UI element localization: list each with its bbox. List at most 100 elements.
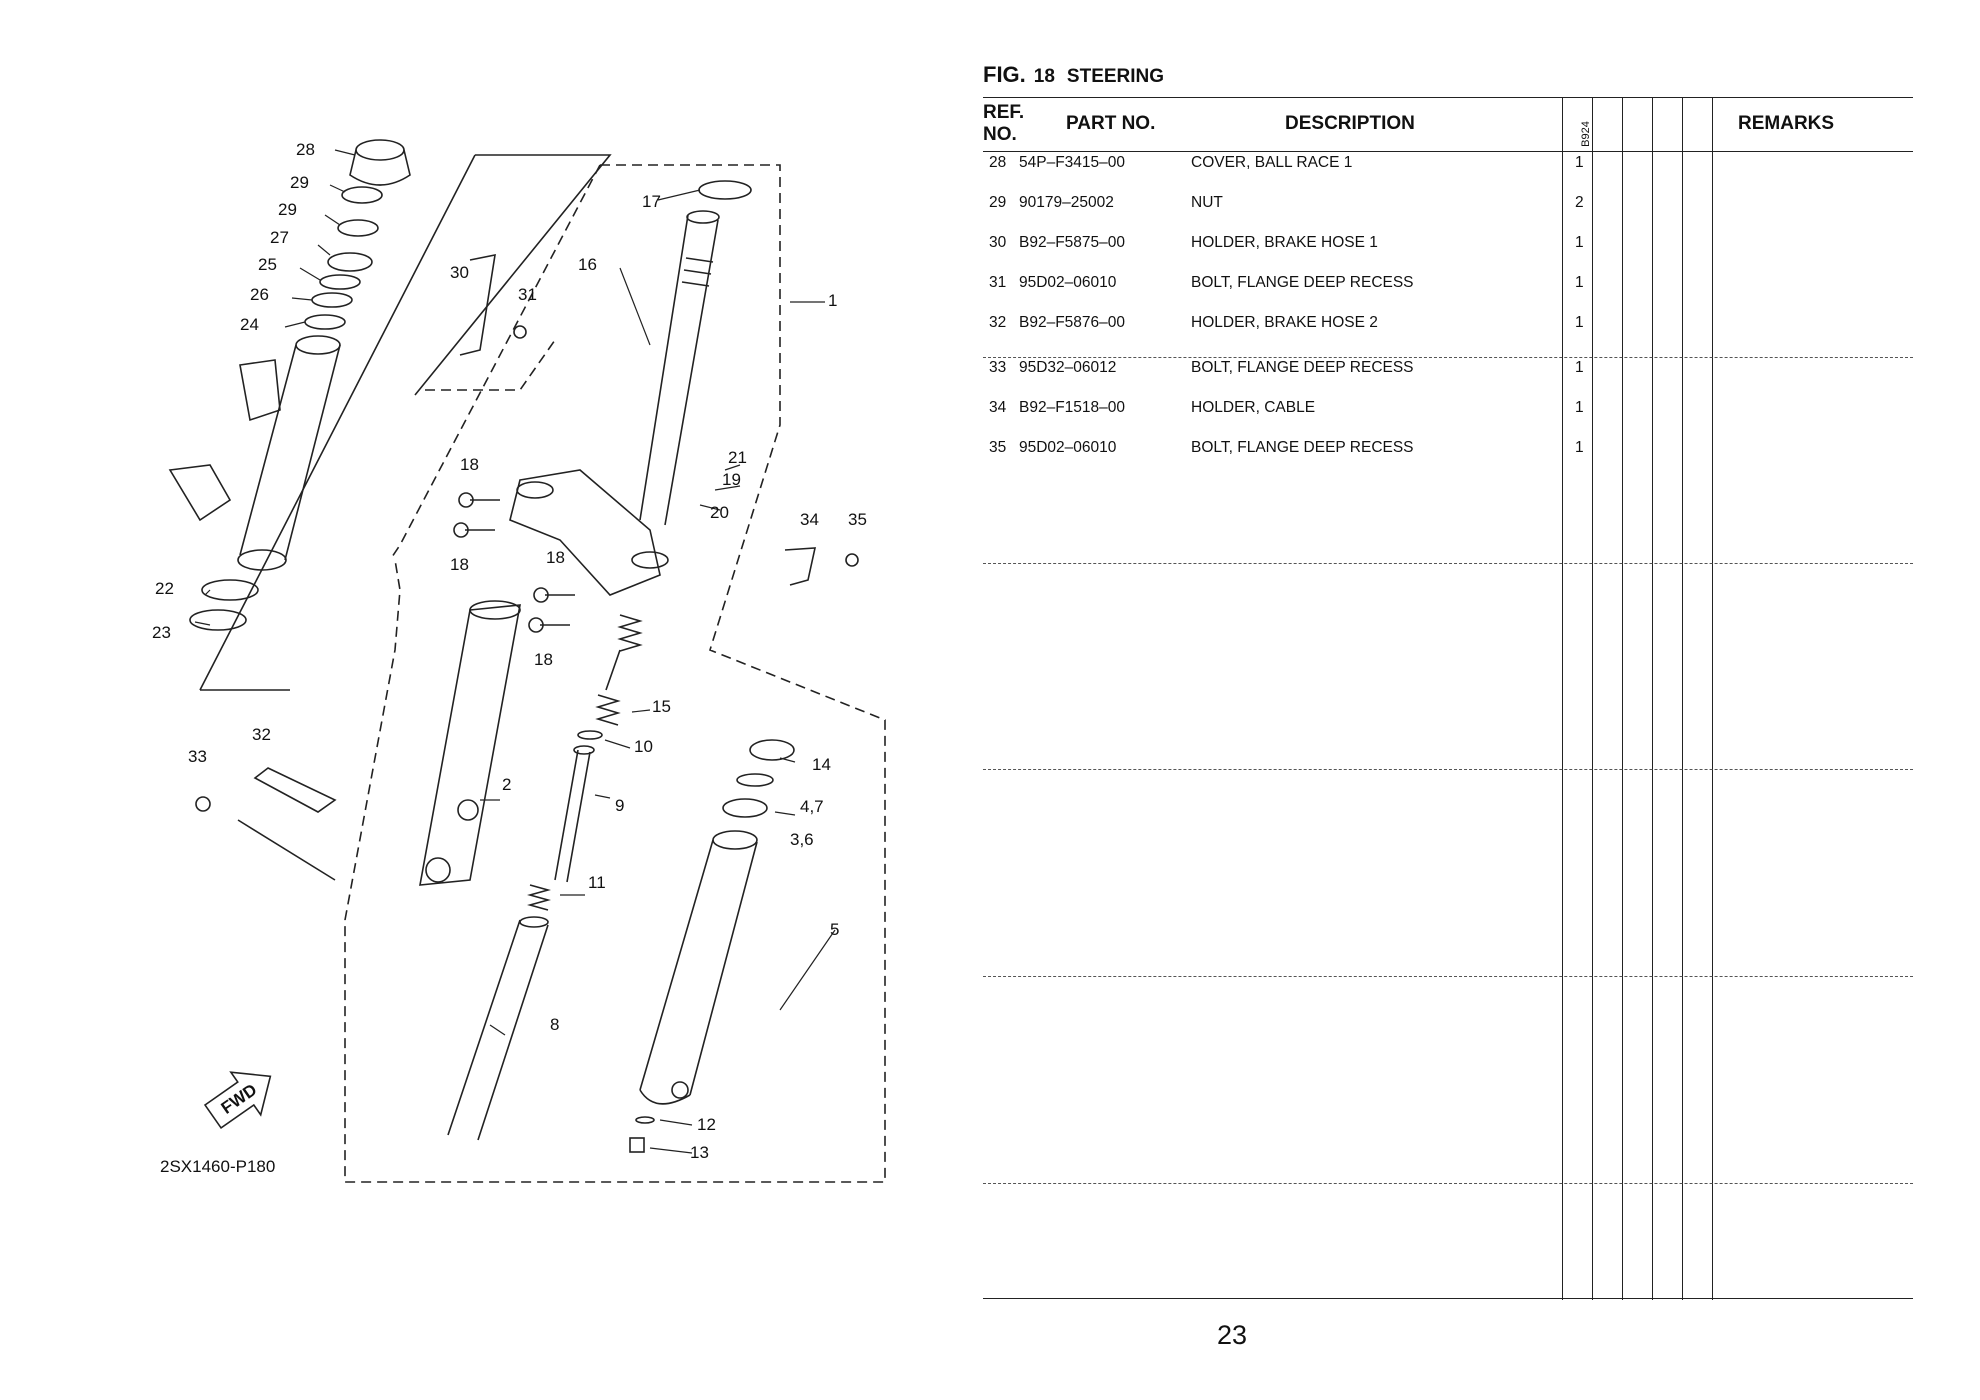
description: HOLDER, CABLE [1191, 399, 1316, 416]
page-number: 23 [1217, 1320, 1248, 1350]
callout-label: 22 [155, 579, 174, 598]
race-22 [201, 579, 259, 601]
column-rule [1652, 97, 1653, 1300]
callout-label: 25 [258, 255, 277, 274]
quantity: 1 [1575, 234, 1584, 251]
callout-label: 24 [240, 315, 259, 334]
callout-label: 30 [450, 263, 469, 282]
callout-label: 34 [800, 510, 819, 529]
callout-label: 26 [250, 285, 269, 304]
callout-label: 27 [270, 228, 289, 247]
callout-label: 23 [152, 623, 171, 642]
bolt-31 [513, 325, 527, 339]
under-bracket [509, 469, 669, 596]
outline-left-edge [199, 154, 476, 691]
column-header-model: B924 [1580, 121, 1592, 147]
nut-29b [337, 219, 379, 237]
callout-label: 18 [546, 548, 565, 567]
fwd-arrow: FWD [203, 1071, 272, 1130]
callout-label: 32 [252, 725, 271, 744]
ball-race-cover-28 [349, 139, 411, 186]
callout-label: 17 [642, 192, 661, 211]
description: NUT [1191, 194, 1223, 211]
part-no: 95D02–06010 [1019, 274, 1117, 291]
callout-label: 1 [828, 291, 837, 310]
callout-label: 11 [588, 873, 606, 892]
table-header-rule [983, 151, 1913, 152]
spring-15a [617, 614, 643, 652]
callout-label: 18 [450, 555, 469, 574]
row-group-separator [983, 769, 1913, 770]
ref-no: 34 [989, 399, 1007, 416]
part-no: 95D32–06012 [1019, 359, 1117, 376]
outline-dashed-main [344, 164, 886, 1183]
callout-label: 12 [697, 1115, 716, 1134]
ref-no: 29 [989, 194, 1007, 211]
part-no: B92–F1518–00 [1019, 399, 1126, 416]
figure-number: 18 [1033, 66, 1055, 87]
diagram-code: 2SX1460-P180 [160, 1157, 275, 1176]
washer-27 [327, 252, 373, 272]
callout-label: 29 [278, 200, 297, 219]
description: BOLT, FLANGE DEEP RECESS [1191, 274, 1414, 291]
spring-11 [527, 884, 551, 911]
cable-holder-34 [784, 547, 817, 586]
brake-hose-holder-32 [253, 767, 337, 813]
spring-15b [595, 694, 621, 726]
part-no: 90179–25002 [1019, 194, 1114, 211]
callout-label: 3,6 [790, 830, 814, 849]
callout-label: 31 [518, 285, 537, 304]
callout-label: 8 [550, 1015, 559, 1034]
quantity: 1 [1575, 154, 1584, 171]
clip-4-7 [736, 773, 774, 787]
column-header-remarks: REMARKS [1738, 113, 1835, 134]
column-header-part-no: PART NO. [1066, 113, 1156, 134]
callout-label: 20 [710, 503, 729, 522]
callout-label: 18 [534, 650, 553, 669]
row-group-separator [983, 976, 1913, 977]
callout-label: 14 [812, 755, 831, 774]
damper-rod-9 [554, 745, 595, 883]
frame-head-pipe [168, 335, 341, 571]
part-no: B92–F5876–00 [1019, 314, 1126, 331]
seal-3-6 [722, 798, 768, 818]
row-group-separator [983, 1183, 1913, 1184]
exploded-parts-diagram: FWD 28 29 29 27 25 26 24 30 31 16 17 1 1… [0, 0, 960, 1400]
column-rule [1592, 97, 1593, 1300]
part-no: 54P–F3415–00 [1019, 154, 1126, 171]
ball-race-17 [698, 180, 752, 200]
fork-outer-tube-2 [419, 600, 521, 886]
figure-title: STEERING [1066, 66, 1165, 87]
bolts-18 [453, 492, 575, 633]
description: HOLDER, BRAKE HOSE 2 [1191, 314, 1378, 331]
callout-label: 10 [634, 737, 653, 756]
callout-label: 33 [188, 747, 207, 766]
race-25 [319, 274, 361, 290]
brake-hose-holder-30 [459, 253, 496, 356]
column-header-ref: REF. NO. [983, 102, 1024, 146]
callout-label: 35 [848, 510, 867, 529]
ref-no: 31 [989, 274, 1007, 291]
bolt-33 [195, 796, 211, 812]
quantity: 1 [1575, 439, 1584, 456]
bolt-35 [845, 553, 859, 567]
callout-label: 9 [615, 796, 624, 815]
part-no: B92–F5875–00 [1019, 234, 1126, 251]
callout-label: 15 [652, 697, 671, 716]
fork-inner-tube-8 [447, 916, 549, 1141]
outline-upper-left [414, 154, 612, 396]
seal-14 [749, 739, 795, 761]
ref-no: 30 [989, 234, 1007, 251]
row-group-separator [983, 563, 1913, 564]
column-rule [1682, 97, 1683, 1300]
callout-label: 2 [502, 775, 511, 794]
column-rule [1622, 97, 1623, 1300]
quantity: 1 [1575, 399, 1584, 416]
race-24 [304, 314, 346, 330]
callout-label: 5 [830, 920, 839, 939]
table-bottom-rule [983, 1298, 1913, 1299]
table-top-rule [983, 97, 1913, 98]
callout-label: 29 [290, 173, 309, 192]
ref-no: 32 [989, 314, 1007, 331]
ref-no: 33 [989, 359, 1007, 376]
